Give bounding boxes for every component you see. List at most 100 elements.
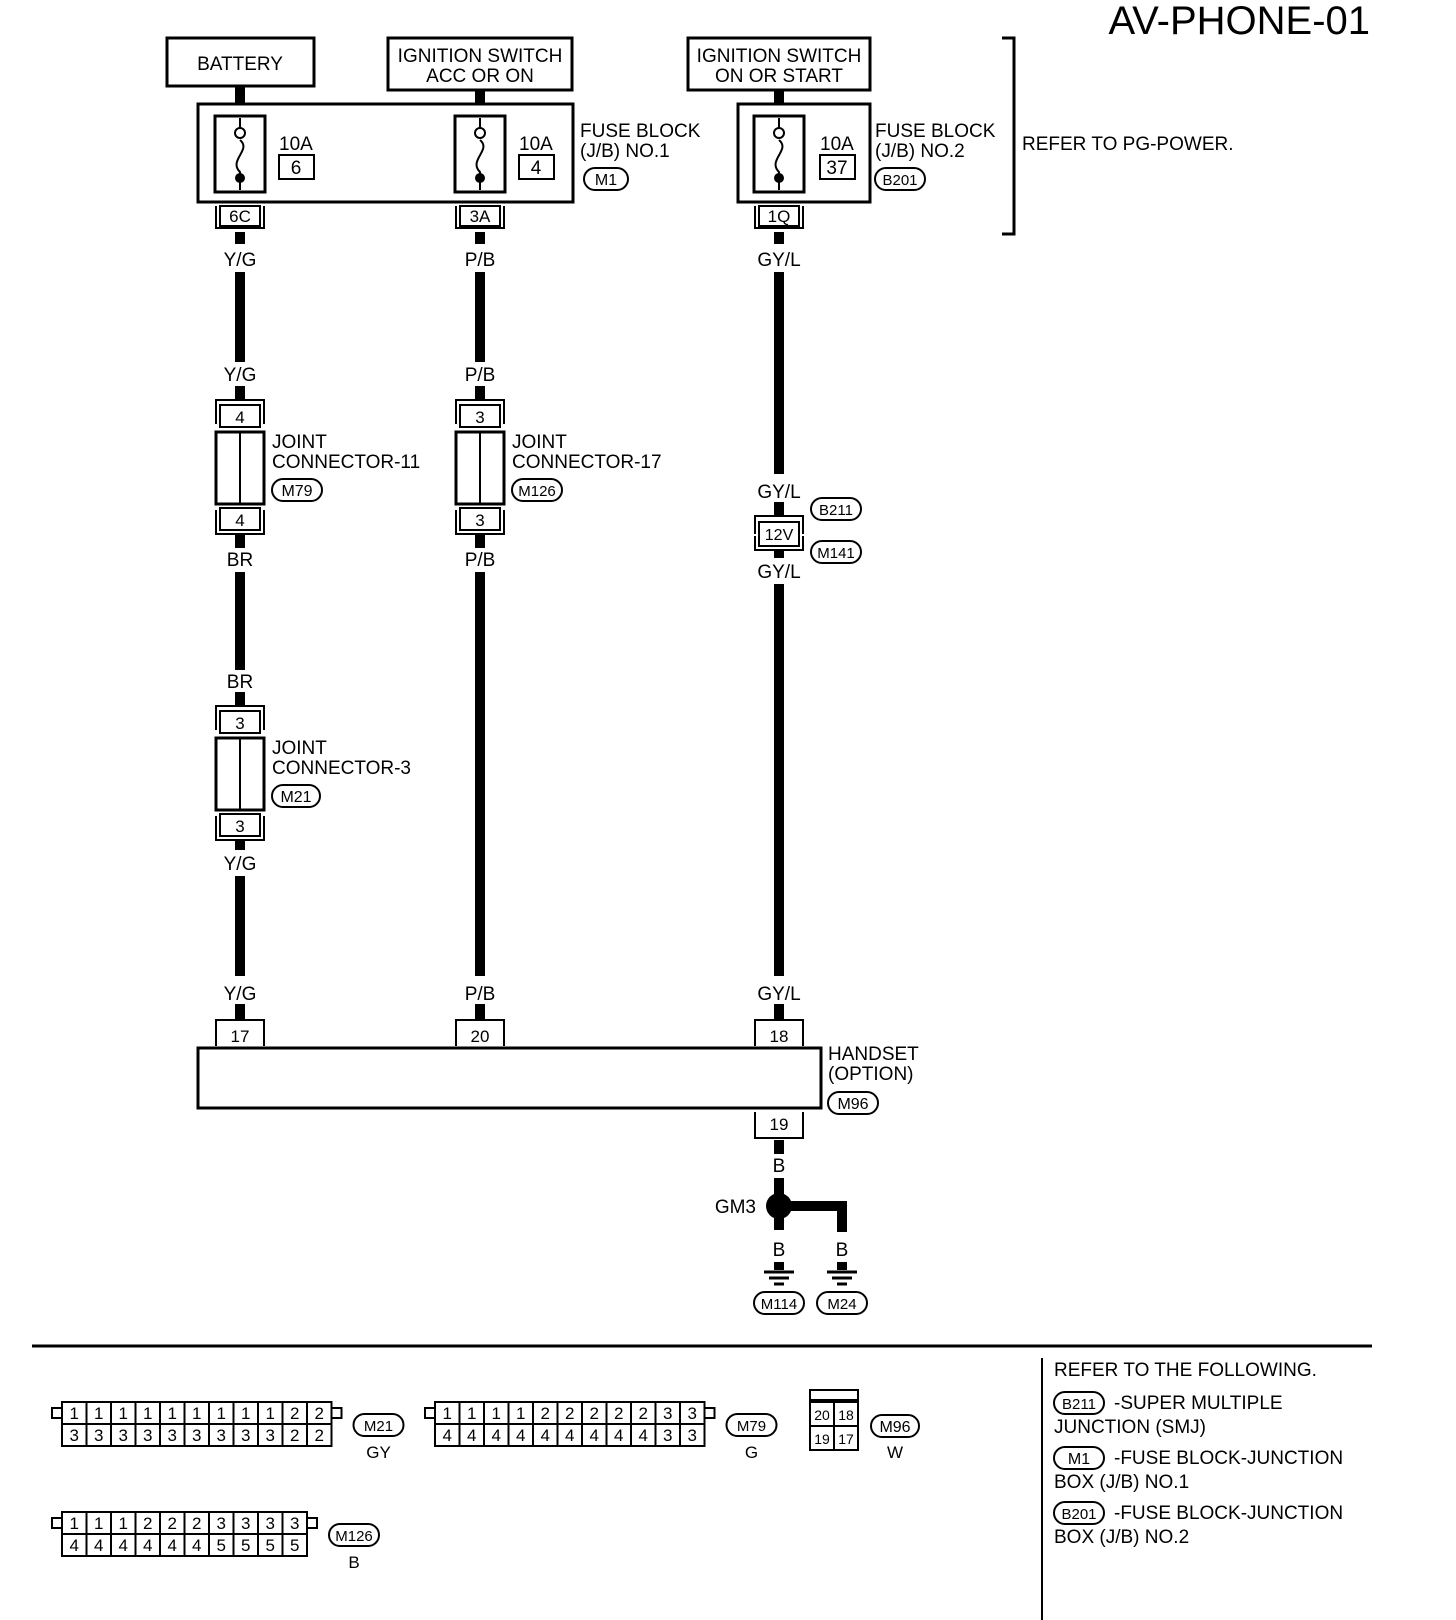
wire-label: BR — [227, 672, 253, 693]
m141-badge — [810, 540, 862, 564]
connector-pin-number: 3 — [94, 1426, 103, 1445]
svg-text:M114: M114 — [761, 1296, 797, 1313]
connector-pin-number: 2 — [290, 1404, 299, 1423]
connector-pin-number: 1 — [94, 1404, 103, 1423]
wire-label: GY/L — [757, 984, 800, 1005]
svg-text:M141: M141 — [817, 545, 855, 562]
connector-color: G — [745, 1443, 758, 1462]
svg-text:B211: B211 — [819, 502, 853, 519]
fuse-6-num: 6 — [291, 158, 302, 179]
connector-pin-number: 3 — [663, 1404, 672, 1423]
page-title: AV-PHONE-01 — [1108, 0, 1370, 43]
refer-power: REFER TO PG-POWER. — [1022, 134, 1234, 155]
connector-pin-number: 4 — [94, 1536, 103, 1555]
wire-label: GY/L — [757, 562, 800, 583]
connector-pin-number: 4 — [143, 1536, 152, 1555]
connector-pin-number: 1 — [266, 1404, 275, 1423]
fuse-6-amp: 10A — [279, 134, 313, 155]
connector-pin-number: 1 — [70, 1514, 79, 1533]
connector-pin-number: 3 — [168, 1426, 177, 1445]
connector-pin-number: 3 — [663, 1426, 672, 1445]
connector-code: M79 — [737, 1418, 766, 1435]
wire-label: B — [773, 1240, 786, 1261]
svg-text:4: 4 — [235, 511, 244, 530]
connector-pin-number: 2 — [315, 1404, 324, 1423]
connector-color: GY — [366, 1443, 391, 1462]
connector-pin-number: 4 — [541, 1426, 550, 1445]
svg-text:17: 17 — [838, 1431, 854, 1447]
svg-text:M24: M24 — [827, 1296, 856, 1313]
connector-pin-number: 4 — [565, 1426, 574, 1445]
svg-text:18: 18 — [838, 1407, 854, 1423]
svg-text:B211: B211 — [1062, 1396, 1096, 1413]
connector-pin-number: 4 — [467, 1426, 476, 1445]
svg-text:-FUSE BLOCK-JUNCTION: -FUSE BLOCK-JUNCTION — [1114, 1503, 1343, 1524]
connector-pin-number: 1 — [467, 1404, 476, 1423]
b211-badge — [810, 497, 862, 521]
connector-pin-number: 5 — [266, 1536, 275, 1555]
fuse-4-amp: 10A — [519, 134, 553, 155]
ign-acc-line2: ACC OR ON — [426, 66, 534, 87]
connector-pin-number: 2 — [541, 1404, 550, 1423]
m96-badge — [827, 1091, 879, 1115]
fuse-block-1: 10A 6 10A 4 — [196, 102, 575, 204]
connector-pin-number: 3 — [143, 1426, 152, 1445]
wire-label: BR — [227, 550, 253, 571]
joint-connector-11: 4 4 — [214, 399, 266, 535]
svg-text:6C: 6C — [229, 207, 251, 226]
connector-tab — [51, 1407, 63, 1419]
jc3-line2: CONNECTOR-3 — [272, 758, 411, 779]
wire-label: P/B — [465, 984, 496, 1005]
connector-pin-number: 1 — [192, 1404, 201, 1423]
connector-pin-cell — [281, 1533, 308, 1557]
svg-text:M96: M96 — [837, 1096, 868, 1113]
connector-pin-number: 1 — [168, 1404, 177, 1423]
svg-text:B201: B201 — [1061, 1506, 1096, 1523]
svg-text:1Q: 1Q — [768, 207, 791, 226]
m1-badge — [583, 167, 629, 191]
connector-pin-number: 2 — [192, 1514, 201, 1533]
jc11-line2: CONNECTOR-11 — [272, 452, 420, 473]
m21-badge — [271, 784, 321, 808]
fuse-37-num: 37 — [826, 158, 847, 179]
smj-connector: 12V — [754, 515, 804, 551]
svg-text:M126: M126 — [518, 483, 556, 500]
svg-text:BOX (J/B) NO.2: BOX (J/B) NO.2 — [1054, 1527, 1189, 1548]
connector-pin-number: 3 — [688, 1426, 697, 1445]
connector-pin-number: 1 — [241, 1404, 250, 1423]
svg-text:17: 17 — [231, 1027, 250, 1046]
ignition-acc-source: IGNITION SWITCH ACC OR ON — [386, 36, 574, 92]
connector-pin-number: 3 — [266, 1426, 275, 1445]
connector-pin-number: 4 — [192, 1536, 201, 1555]
connector-pin-number: 3 — [688, 1404, 697, 1423]
connector-pin-number: 3 — [241, 1514, 250, 1533]
connector-pin-number: 4 — [119, 1536, 128, 1555]
joint-connector-17: 3 3 — [454, 399, 506, 535]
handset-pin-19: 19 — [754, 1112, 804, 1139]
connector-pin-number: 3 — [217, 1426, 226, 1445]
connector-pin-number: 4 — [614, 1426, 623, 1445]
connector-code: M126 — [335, 1528, 373, 1545]
connector-pin-number: 2 — [565, 1404, 574, 1423]
connector-pin-number: 3 — [70, 1426, 79, 1445]
connector-tab — [703, 1407, 716, 1419]
fuse-block-1-line2: (J/B) NO.1 — [580, 141, 670, 162]
m126-badge — [511, 478, 563, 502]
handset-line2: (OPTION) — [828, 1064, 914, 1085]
ign-on-line2: ON OR START — [715, 66, 843, 87]
svg-text:M96: M96 — [879, 1419, 910, 1436]
connector-pin-number: 3 — [119, 1426, 128, 1445]
ground-branch — [779, 1201, 847, 1232]
fuse-37-amp: 10A — [820, 134, 854, 155]
references-title: REFER TO THE FOLLOWING. — [1054, 1360, 1317, 1381]
connector-pin-number: 1 — [94, 1514, 103, 1533]
connector-pin-number: 4 — [639, 1426, 648, 1445]
connector-pin-number: 1 — [516, 1404, 525, 1423]
terminal-1q: 1Q — [754, 205, 804, 229]
connector-tab — [306, 1517, 318, 1529]
connector-pin-number: 5 — [290, 1536, 299, 1555]
svg-text:-FUSE BLOCK-JUNCTION: -FUSE BLOCK-JUNCTION — [1114, 1448, 1343, 1469]
jc11-line1: JOINT — [272, 432, 327, 453]
connector-pin-number: 1 — [217, 1404, 226, 1423]
